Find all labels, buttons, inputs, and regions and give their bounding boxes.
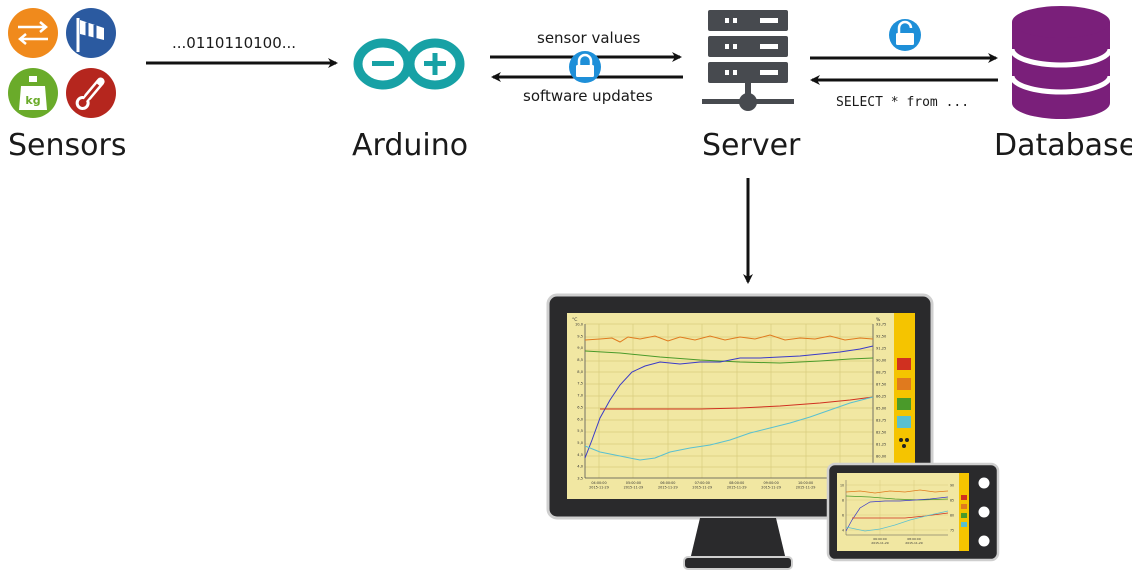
desktop-left-tick-label: 4,0 [577, 465, 583, 469]
desktop-left-tick-label: 7,5 [577, 382, 583, 386]
desktop-left-tick-label: 9,0 [577, 346, 583, 350]
desktop-left-axis-ticks: 10,0 9,5 9,0 8,5 8,0 7,5 7,0 6,5 6,0 5,5 5,0 4,5 4,0… [575, 323, 584, 481]
desktop-right-tick-label: 80,00 [876, 455, 887, 459]
desktop-left-tick-label: 3,5 [577, 477, 583, 481]
desktop-left-unit: °C [572, 317, 577, 323]
desktop-x-tick-label: 05:00:00 [626, 481, 641, 485]
desktop-x-axis-ticks: 04:00:002015-11-2905:00:002015-11-2906:0… [589, 481, 850, 489]
desktop-x-tick-label: 2015-11-29 [589, 485, 609, 489]
edge-label-bitstream: ...0110110100... [172, 34, 297, 52]
weight-kg-label: kg [25, 94, 40, 107]
desktop-left-tick-label: 5,0 [577, 441, 583, 445]
weight-kg-icon: kg [8, 68, 58, 118]
desktop-right-tick-label: 83,75 [876, 419, 886, 423]
tablet-right-tick-label: 90 [950, 484, 954, 488]
tablet-right-tick-label: 80 [950, 514, 954, 518]
edge-label-sensor-values: sensor values [537, 29, 641, 47]
desktop-x-tick-label: 08:00:00 [729, 481, 744, 485]
desktop-left-tick-label: 7,0 [577, 394, 583, 398]
tablet-left-tick-label: 8 [842, 499, 844, 503]
arduino-logo-icon [353, 38, 465, 90]
tablet-x-tick-label: 2015-11-29 [905, 541, 923, 545]
desktop-left-tick-label: 8,5 [577, 358, 583, 362]
desktop-right-tick-label: 88,75 [876, 371, 886, 375]
windsock-icon [66, 8, 116, 58]
edge-label-software-updates: software updates [523, 87, 653, 105]
node-label-server: Server [702, 128, 801, 163]
desktop-x-tick-label: 2015-11-29 [624, 485, 644, 489]
tablet-right-axis-ticks: 90 85 80 75 [950, 484, 954, 533]
desktop-x-tick-label: 2015-11-29 [727, 485, 747, 489]
desktop-right-tick-label: 93,75 [876, 323, 886, 327]
desktop-left-tick-label: 4,5 [577, 453, 583, 457]
tablet-left-tick-label: 10 [840, 484, 844, 488]
desktop-right-tick-label: 86,25 [876, 395, 886, 399]
desktop-x-tick-label: 2015-11-29 [796, 485, 816, 489]
tablet-x-tick-label: 2015-11-29 [871, 541, 889, 545]
desktop-x-tick-label: 10:00:00 [798, 481, 813, 485]
desktop-right-tick-label: 82,50 [876, 431, 887, 435]
flow-arrows-icon [8, 8, 58, 58]
desktop-x-tick-label: 2015-11-29 [692, 485, 712, 489]
desktop-left-tick-label: 9,5 [577, 334, 583, 338]
desktop-left-tick-label: 10,0 [575, 323, 584, 327]
desktop-right-tick-label: 92,50 [876, 335, 887, 339]
edge-label-sql-query: SELECT * from ... [836, 95, 970, 110]
desktop-right-tick-label: 85,00 [876, 407, 887, 411]
desktop-right-tick-label: 90,00 [876, 359, 887, 363]
tablet-right-tick-label: 85 [950, 499, 954, 503]
lock-open-icon [889, 19, 921, 51]
server-icon [702, 10, 794, 111]
desktop-left-tick-label: 6,5 [577, 405, 583, 409]
tablet-x-tick-label: 08:00:00 [907, 537, 921, 541]
desktop-right-tick-label: 91,25 [876, 347, 886, 351]
database-icon [1009, 6, 1113, 119]
desktop-left-tick-label: 6,0 [577, 417, 583, 421]
desktop-left-tick-label: 8,0 [577, 370, 583, 374]
tablet-x-tick-label: 06:00:00 [873, 537, 887, 541]
desktop-right-unit: % [876, 317, 881, 323]
desktop-left-tick-label: 5,5 [577, 429, 583, 433]
desktop-right-tick-label: 87,50 [876, 383, 887, 387]
node-label-database: Database [994, 128, 1132, 163]
desktop-x-tick-label: 2015-11-29 [658, 485, 678, 489]
tablet-left-axis-ticks: 10 8 6 4 [840, 484, 844, 533]
lock-closed-icon [569, 51, 601, 83]
node-label-sensors: Sensors [8, 128, 127, 163]
desktop-right-tick-label: 81,25 [876, 443, 886, 447]
node-label-arduino: Arduino [352, 128, 469, 163]
desktop-x-tick-label: 09:00:00 [764, 481, 779, 485]
desktop-x-tick-label: 2015-11-29 [761, 485, 781, 489]
desktop-x-tick-label: 06:00:00 [660, 481, 675, 485]
thermometer-icon [66, 68, 116, 118]
desktop-right-axis-ticks: 93,75 92,50 91,25 90,00 88,75 87,50 86,25 85,00… [876, 323, 887, 459]
tablet-right-tick-label: 75 [950, 529, 954, 533]
desktop-x-tick-label: 07:00:00 [695, 481, 710, 485]
desktop-x-tick-label: 04:00:00 [591, 481, 606, 485]
tablet-left-tick-label: 6 [842, 514, 844, 518]
tablet-left-tick-label: 4 [842, 529, 844, 533]
